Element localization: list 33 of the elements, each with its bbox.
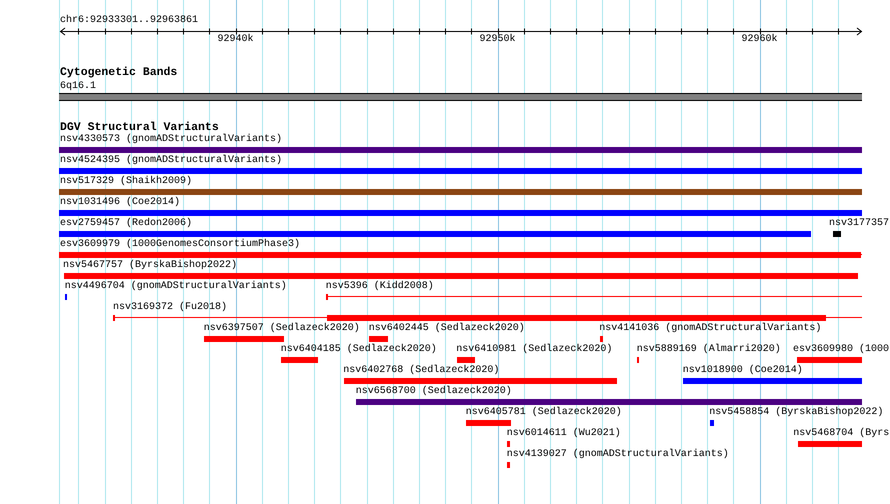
feature-label: nsv5458854 (ByrskaBishop2022) [709,407,884,419]
feature-label: nsv5467757 (ByrskaBishop2022) [63,260,238,272]
feature-label: esv3609979 (1000GenomesConsortiumPhase3) [60,239,300,251]
feature-label: nsv6014611 (Wu2021) [506,428,621,440]
feature-label: nsv6410981 (Sedlazeck2020) [456,344,612,356]
feature-label: nsv6568700 (Sedlazeck2020) [356,386,512,398]
feature-label: nsv4139027 (gnomADStructuralVariants) [506,449,729,461]
feature-label: esv3609980 (1000 [793,344,890,356]
feature-label: nsv517329 (Shaikh2009) [60,176,192,188]
feature-label: nsv4524395 (gnomADStructuralVariants) [60,155,282,167]
feature-label: nsv3169372 (Fu2018) [113,302,228,314]
track-title: Cytogenetic Bands [60,66,178,80]
feature-label: nsv5889169 (Almarri2020) [636,344,781,356]
feature-label: nsv4330573 (gnomADStructuralVariants) [60,134,282,146]
band-label: 6q16.1 [60,81,96,93]
feature-label: nsv1018900 (Coe2014) [682,365,803,377]
scale-label: 92940k [218,34,254,46]
track-title: DGV Structural Variants [60,121,219,134]
feature-label: nsv1031496 (Coe2014) [60,197,180,209]
feature-label: nsv4141036 (gnomADStructuralVariants) [599,323,822,335]
feature-label: nsv4496704 (gnomADStructuralVariants) [64,281,287,293]
feature-label: nsv3177357 [829,218,890,230]
feature-label: esv2759457 (Redon2006) [60,218,192,230]
feature-label: nsv6402445 (Sedlazeck2020) [368,323,525,335]
feature-label: nsv5468704 (Byrs [793,428,890,440]
scale-label: 92950k [480,34,516,46]
feature-label: nsv5396 (Kidd2008) [326,281,434,293]
coordinate-label: chr6:92933301..92963861 [60,15,198,27]
feature-label: nsv6397507 (Sedlazeck2020) [204,323,360,335]
feature-label: nsv6405781 (Sedlazeck2020) [466,407,622,419]
feature-label: nsv6404185 (Sedlazeck2020) [280,344,437,356]
scale-label: 92960k [742,34,778,46]
feature-label: nsv6402768 (Sedlazeck2020) [343,365,500,377]
